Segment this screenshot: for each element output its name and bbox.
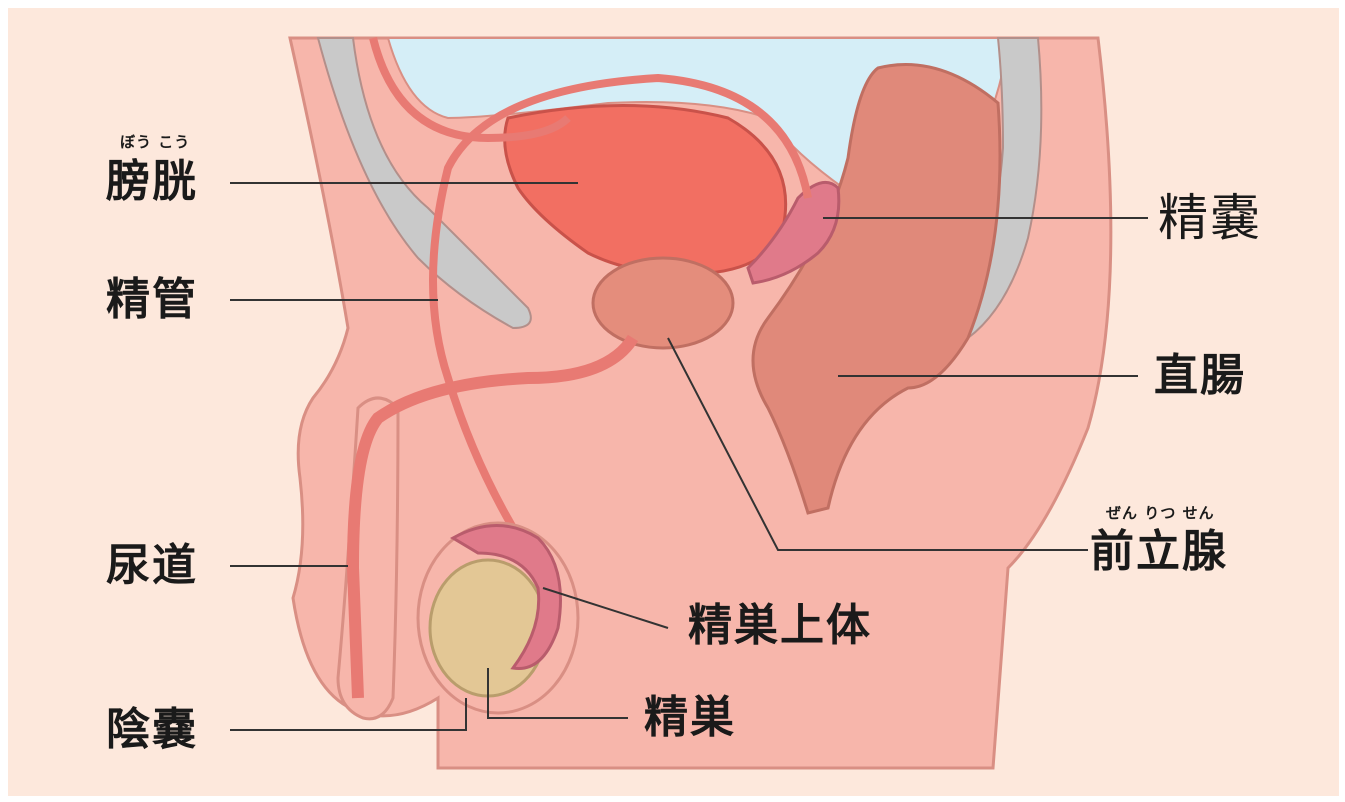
label-scrotum: 陰嚢 xyxy=(106,708,198,752)
prostate-reading: ぜん りつ せん xyxy=(1106,502,1215,523)
anatomy-illustration xyxy=(8,8,1339,796)
label-epididymis: 精巣上体 xyxy=(688,604,872,648)
label-prostate: 前立腺 xyxy=(1090,530,1228,574)
label-rectum: 直腸 xyxy=(1154,354,1246,398)
label-testis: 精巣 xyxy=(644,696,736,740)
label-bladder: 膀胱 xyxy=(106,160,198,204)
prostate-shape xyxy=(593,258,733,348)
label-vas-deferens: 精管 xyxy=(106,278,198,322)
label-seminal-vesicle: 精嚢 xyxy=(1158,193,1262,243)
diagram-canvas: ぼう こう 膀胱 精管 尿道 陰嚢 精嚢 直腸 ぜん りつ せん 前立腺 精巣上… xyxy=(8,8,1339,796)
label-urethra: 尿道 xyxy=(106,544,198,588)
bladder-reading: ぼう こう xyxy=(120,131,190,152)
